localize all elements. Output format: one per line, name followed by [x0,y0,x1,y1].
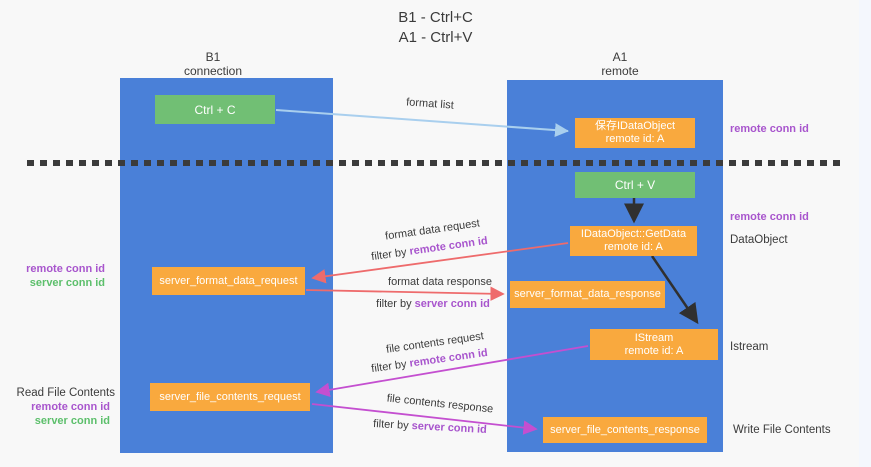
dashed-separator-line [27,160,846,166]
server-format-data-response-label: server_format_data_response [514,288,661,300]
server-file-contents-request-box: server_file_contents_request [150,383,310,411]
format-data-response-arrow [305,286,505,301]
server-file-contents-response-box: server_file_contents_response [543,417,707,443]
left-column-header: B1 connection [153,50,273,78]
left-server-conn-id-top-label: server conn id [29,277,105,289]
file-contents-response-arrow [311,403,538,435]
idataobject-getdata-line1: IDataObject::GetData [580,228,687,240]
right-remote-conn-id-mid-label: remote conn id [730,211,809,223]
right-column-role: remote [601,64,639,78]
dataobject-label: DataObject [730,234,788,246]
server-file-contents-request-label: server_file_contents_request [159,390,301,403]
format-data-response-filter-label: filter by server conn id [358,298,508,310]
istream-side-label: Istream [730,341,769,353]
right-column-name: A1 [612,50,628,64]
right-edge-strip [859,0,871,467]
getdata-to-istream-arrow [650,255,699,325]
title-line-1: B1 - Ctrl+C [398,9,473,26]
save-idataobject-box: 保存IDataObject remote id: A [575,118,695,148]
ctrl-v-box: Ctrl + V [575,172,695,198]
server-file-contents-response-label: server_file_contents_response [550,423,700,436]
server-format-data-request-box: server_format_data_request [152,267,305,295]
idataobject-getdata-line2: remote id: A [604,241,663,253]
file-contents-request-arrow [315,345,589,397]
format-data-response-filter-key: server conn id [414,298,490,310]
left-column-name: B1 [205,50,221,64]
format-data-request-arrow [311,242,569,284]
left-remote-conn-id-top-label: remote conn id [26,263,105,275]
format-list-arrow [275,109,569,138]
server-format-data-request-label: server_format_data_request [159,274,298,287]
istream-box: IStream remote id: A [590,329,718,360]
save-idataobject-line1: 保存IDataObject [594,120,676,132]
ctrl-c-label: Ctrl + C [194,102,236,117]
ctrl-c-box: Ctrl + C [155,95,275,124]
format-data-response-label: format data response [388,276,492,288]
idataobject-getdata-box: IDataObject::GetData remote id: A [570,226,697,256]
read-file-contents-label: Read File Contents [16,387,115,399]
right-remote-conn-id-top-label: remote conn id [730,123,809,135]
istream-line2: remote id: A [624,344,684,357]
diagram-title: B1 - Ctrl+C A1 - Ctrl+V [0,8,871,48]
left-server-conn-id-bottom-label: server conn id [34,415,110,427]
left-remote-conn-id-bottom-label: remote conn id [31,401,110,413]
file-contents-response-filter-prefix: filter by [372,418,412,433]
format-data-response-filter-prefix: filter by [376,298,415,310]
write-file-contents-label: Write File Contents [733,424,831,436]
right-column-header: A1 remote [560,50,680,78]
title-line-2: A1 - Ctrl+V [398,29,473,46]
left-column-role: connection [183,64,243,78]
server-format-data-response-box: server_format_data_response [510,281,665,308]
istream-line1: IStream [634,331,674,344]
ctrl-v-label: Ctrl + V [614,178,656,192]
save-idataobject-line2: remote id: A [605,133,665,145]
